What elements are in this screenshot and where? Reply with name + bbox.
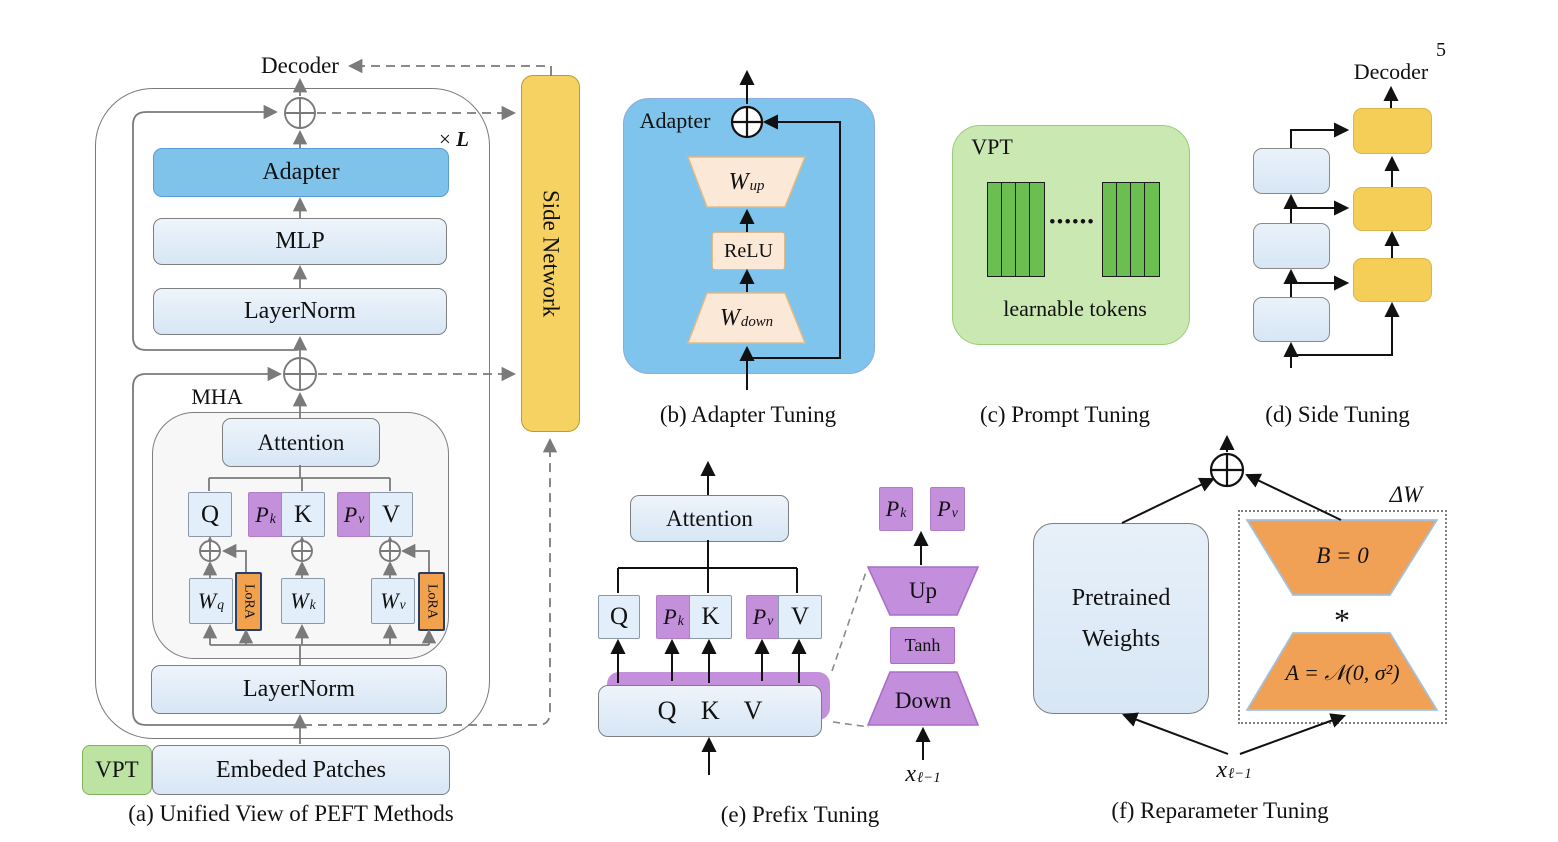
branch-b1-y1 xyxy=(1290,122,1350,148)
side-block-2 xyxy=(1353,187,1432,231)
learnable-tokens-label: learnable tokens xyxy=(1003,296,1147,321)
mha-label: MHA xyxy=(191,384,243,409)
side-block-1 xyxy=(1353,108,1432,154)
caption-a: (a) Unified View of PEFT Methods xyxy=(128,801,454,826)
attention-box-e: Attention xyxy=(630,495,789,542)
token-group-left xyxy=(987,182,1045,277)
caption-f: (f) Reparameter Tuning xyxy=(1111,798,1329,823)
layernorm-lower-box: LayerNorm xyxy=(151,665,447,714)
decoder-label-d: Decoder xyxy=(1353,59,1429,84)
attention-box-a: Attention xyxy=(222,418,380,467)
pretrained-line2: Weights xyxy=(1081,625,1161,652)
relu-box: ReLU xyxy=(712,232,785,270)
qkv-box: Q K V xyxy=(598,685,822,737)
arrow-pw-sum xyxy=(1121,477,1215,524)
plus-circle-icon xyxy=(1209,452,1245,488)
side-block-3 xyxy=(1353,258,1432,302)
token-group-right xyxy=(1102,182,1160,277)
star-label: * xyxy=(1334,601,1350,638)
token-bar xyxy=(1144,182,1160,277)
k-box-a: K xyxy=(281,492,325,537)
caption-c: (c) Prompt Tuning xyxy=(980,402,1150,427)
pretrained-line1: Pretrained xyxy=(1071,584,1171,611)
k-box-e: K xyxy=(689,595,732,639)
embedded-patches-box: Embeded Patches xyxy=(152,745,450,795)
arrow-x-pw xyxy=(1122,712,1229,755)
side-network-box: Side Network xyxy=(521,75,580,432)
q-box-a: Q xyxy=(188,492,232,537)
decoder-label-a: Decoder xyxy=(261,53,339,78)
times-L-label: × L xyxy=(439,126,469,151)
v-box-e: V xyxy=(778,595,822,639)
adapter-panel-label: Adapter xyxy=(639,108,711,133)
page-number: 5 xyxy=(1436,38,1446,61)
token-bar xyxy=(1029,182,1045,277)
backbone-block-2 xyxy=(1253,223,1330,269)
adapter-box-a: Adapter xyxy=(153,148,449,197)
down-label: Down xyxy=(894,688,952,713)
mlp-box: MLP xyxy=(153,218,447,265)
a-eq-label: A = 𝒩(0, σ²) xyxy=(1285,660,1400,685)
pretrained-weights-box: Pretrained Weights xyxy=(1033,523,1209,714)
zoom-dash-lower xyxy=(832,721,870,728)
caption-b: (b) Adapter Tuning xyxy=(659,402,837,427)
token-dots: •••••• xyxy=(1049,212,1095,233)
b-eq-label: B = 0 xyxy=(1316,543,1369,568)
vpt-panel-label: VPT xyxy=(971,134,1013,159)
delta-w-label: ΔW xyxy=(1389,482,1423,507)
up-label: Up xyxy=(908,578,938,603)
lora1-box: LoRA xyxy=(235,572,262,631)
tanh-box: Tanh xyxy=(890,627,955,664)
transformer-outer-frame xyxy=(95,88,490,739)
attn-branch-e xyxy=(617,540,798,593)
backbone-block-3 xyxy=(1253,297,1330,342)
lora2-box: LoRA xyxy=(418,572,445,631)
zoom-dash-upper xyxy=(831,571,867,672)
vpt-box-a: VPT xyxy=(82,745,152,795)
backbone-block-1 xyxy=(1253,148,1330,194)
caption-e: (e) Prefix Tuning xyxy=(720,802,880,827)
q-box-e: Q xyxy=(598,595,640,639)
caption-d: (d) Side Tuning xyxy=(1265,402,1410,427)
layernorm-upper-box: LayerNorm xyxy=(153,288,447,335)
v-box-a: V xyxy=(369,492,413,537)
